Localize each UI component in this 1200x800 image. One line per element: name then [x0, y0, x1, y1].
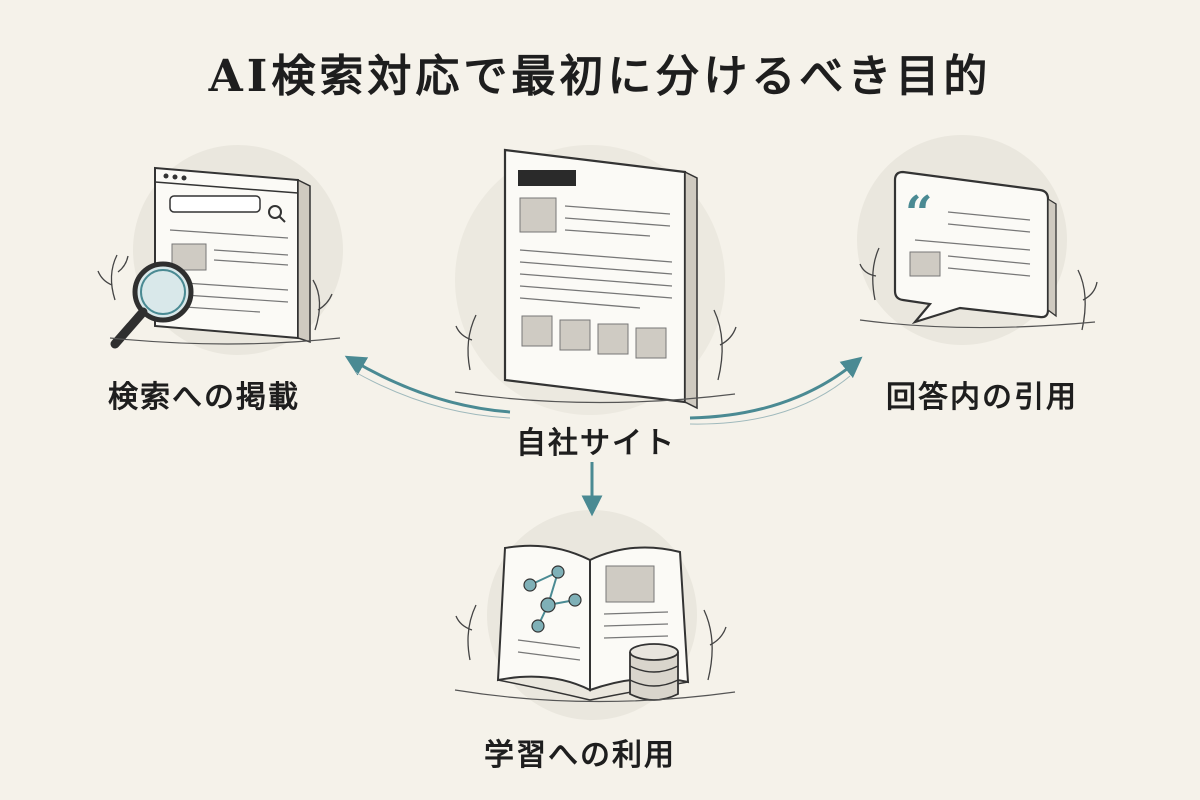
- svg-text:“: “: [905, 186, 933, 242]
- arrow-to-left-node-shadow: [355, 372, 510, 418]
- webpage-document-icon: [505, 150, 697, 408]
- database-icon: [630, 644, 678, 700]
- node-label-answer-citation: 回答内の引用: [886, 372, 1078, 416]
- node-label-own-site: 自社サイト: [516, 418, 676, 462]
- quote-speech-bubble-icon: “: [895, 172, 1056, 322]
- node-label-search-listing: 検索への掲載: [108, 372, 300, 416]
- node-label-training-use: 学習への利用: [484, 730, 676, 774]
